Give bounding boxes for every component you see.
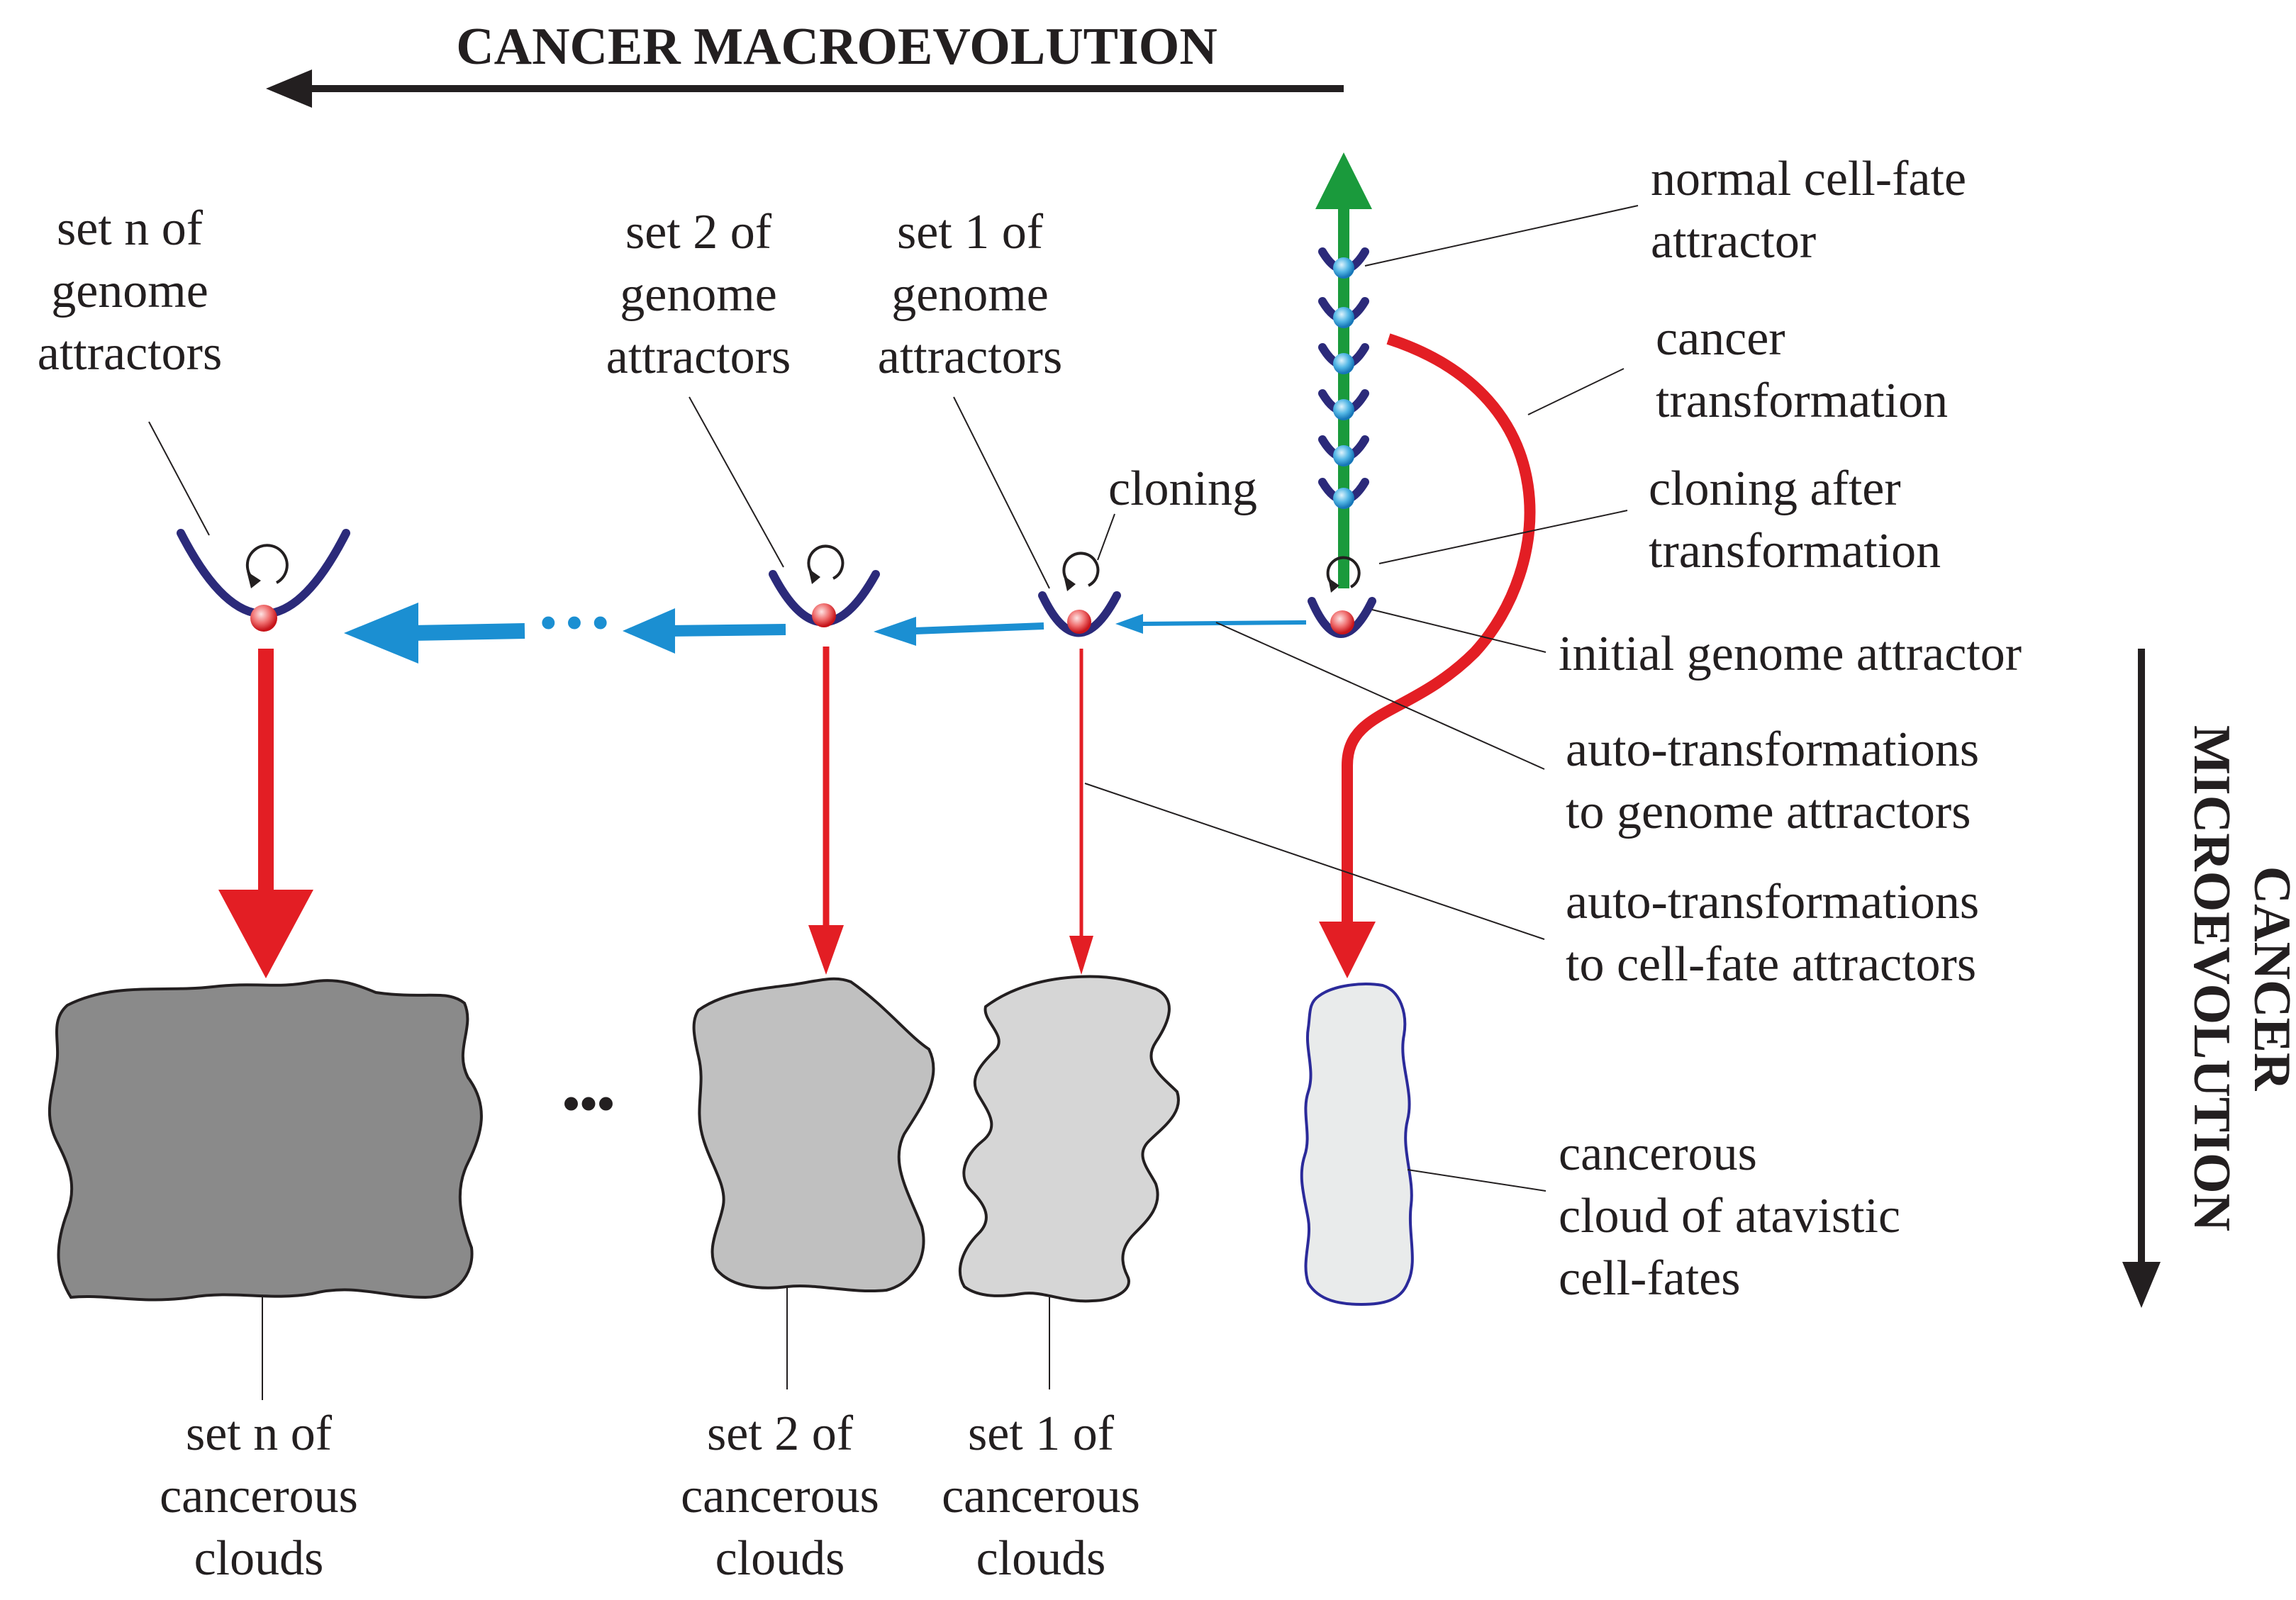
leader-cloning-after <box>1378 510 1628 564</box>
microevolution-title-line1: CANCER <box>2243 866 2296 1092</box>
normal-attractor <box>1318 389 1369 420</box>
clouds-ellipsis: ••• <box>562 1077 615 1131</box>
cancer-transformation-label: cancer transformation <box>1656 311 1948 428</box>
normal-attractor <box>1318 297 1369 328</box>
set-n-cancerous-cloud <box>48 979 483 1302</box>
microevolution-title-line2: MICROEVOLUTION <box>2183 725 2241 1231</box>
atavistic-cloud-line3: cell-fates <box>1559 1251 1740 1306</box>
set-2-attractors-line2: genome <box>620 267 777 322</box>
auto-genome-line1: auto-transformations <box>1566 722 1979 777</box>
cancer-transformation-line2: transformation <box>1656 374 1948 428</box>
set-n-clouds-line2: cancerous <box>160 1469 358 1523</box>
normal-attractor-stack <box>1318 247 1369 509</box>
atavistic-cloud-line2: cloud of atavistic <box>1559 1189 1900 1243</box>
set-n-attractors-label: set n of genome attractors <box>38 201 222 381</box>
normal-attractor-label: normal cell-fate attractor <box>1651 152 1966 269</box>
set-n-attractors-line1: set n of <box>57 201 204 256</box>
set-2-attractors-label: set 2 of genome attractors <box>606 205 791 384</box>
normal-attractor <box>1318 478 1369 509</box>
atavistic-cancerous-cloud <box>1300 983 1414 1307</box>
set-1-attractors-line3: attractors <box>878 330 1062 384</box>
cloning-label: cloning <box>1108 461 1257 516</box>
leader-atavistic-cloud <box>1407 1169 1547 1192</box>
leader-lines <box>148 205 1639 1400</box>
cloning-after-line1: cloning after <box>1649 461 1901 516</box>
set-2-clouds-line2: cancerous <box>681 1469 879 1523</box>
set-1-attractors-line2: genome <box>891 267 1049 322</box>
set-2-attractor <box>769 544 880 627</box>
leader-initial-attractor <box>1371 609 1547 653</box>
auto-transformation-arrow-4 <box>344 603 525 664</box>
atavistic-cloud-label: cancerous cloud of atavistic cell-fates <box>1559 1126 1900 1306</box>
auto-cellfate-line1: auto-transformations <box>1566 875 1979 929</box>
set-2-clouds-line3: clouds <box>715 1531 845 1586</box>
atavistic-cloud-line1: cancerous <box>1559 1126 1757 1181</box>
macroevolution-title: CANCER MACROEVOLUTION <box>456 18 1217 76</box>
set-n-attractors-line2: genome <box>51 264 208 318</box>
set-n-cell-fate-arrow <box>218 649 313 978</box>
auto-transformation-arrow-2 <box>874 617 1044 646</box>
set-2-clouds-line1: set 2 of <box>707 1406 854 1461</box>
set-2-cancerous-cloud <box>692 977 935 1293</box>
cloning-after-label: cloning after transformation <box>1649 461 1941 578</box>
set-2-attractors-line3: attractors <box>606 330 791 384</box>
auto-transformation-arrow-1 <box>1115 614 1307 634</box>
normal-attractor <box>1318 435 1369 466</box>
cloning-after-line2: transformation <box>1649 524 1941 578</box>
auto-cellfate-label: auto-transformations to cell-fate attrac… <box>1566 875 1979 992</box>
set-1-cancerous-cloud <box>958 975 1180 1303</box>
auto-genome-line2: to genome attractors <box>1566 785 1971 839</box>
set-1-attractors-line1: set 1 of <box>897 205 1044 259</box>
set-1-clouds-label: set 1 of cancerous clouds <box>942 1406 1140 1586</box>
cancer-transformation-line1: cancer <box>1656 311 1785 366</box>
normal-attractor <box>1318 343 1369 374</box>
normal-attractor-line1: normal cell-fate <box>1651 152 1966 206</box>
set-1-clouds-line2: cancerous <box>942 1469 1140 1523</box>
leader-auto-genome <box>1215 622 1545 770</box>
set-2-clouds-label: set 2 of cancerous clouds <box>681 1406 879 1586</box>
initial-attractor-label: initial genome attractor <box>1559 627 2022 681</box>
set-n-clouds-label: set n of cancerous clouds <box>160 1406 358 1586</box>
set-1-clouds-line1: set 1 of <box>968 1406 1115 1461</box>
set-1-attractors-label: set 1 of genome attractors <box>878 205 1062 384</box>
normal-attractor-line2: attractor <box>1651 214 1816 269</box>
normal-attractor <box>1318 247 1369 279</box>
set-2-attractors-line1: set 2 of <box>625 205 772 259</box>
auto-transformation-arrow-3 <box>623 608 786 654</box>
leader-set-n-attractor <box>148 421 210 536</box>
cancer-transformation-arrow <box>1319 333 1536 978</box>
set-1-cell-fate-arrow <box>1069 649 1093 975</box>
leader-cloning <box>1097 513 1115 561</box>
auto-genome-label: auto-transformations to genome attractor… <box>1566 722 1979 839</box>
leader-set-2-attractor <box>689 396 784 568</box>
set-n-attractor <box>177 529 350 632</box>
set-n-attractors-line3: attractors <box>38 326 222 381</box>
microevolution-arrow <box>2122 649 2161 1308</box>
set-n-clouds-line1: set n of <box>186 1406 333 1461</box>
leader-normal-attractor <box>1364 205 1639 267</box>
arrows-ellipsis: ··· <box>535 579 613 666</box>
leader-cancer-transformation <box>1527 368 1625 415</box>
auto-cellfate-line2: to cell-fate attractors <box>1566 937 1976 992</box>
macroevolution-arrow <box>266 69 1344 108</box>
set-2-cell-fate-arrow <box>808 647 844 975</box>
leader-set-1-attractor <box>953 396 1050 589</box>
initial-genome-attractor <box>1308 556 1376 638</box>
set-n-clouds-line3: clouds <box>194 1531 324 1586</box>
leader-auto-cellfate <box>1084 783 1545 940</box>
set-1-clouds-line3: clouds <box>976 1531 1106 1586</box>
set-1-attractor <box>1038 552 1121 637</box>
